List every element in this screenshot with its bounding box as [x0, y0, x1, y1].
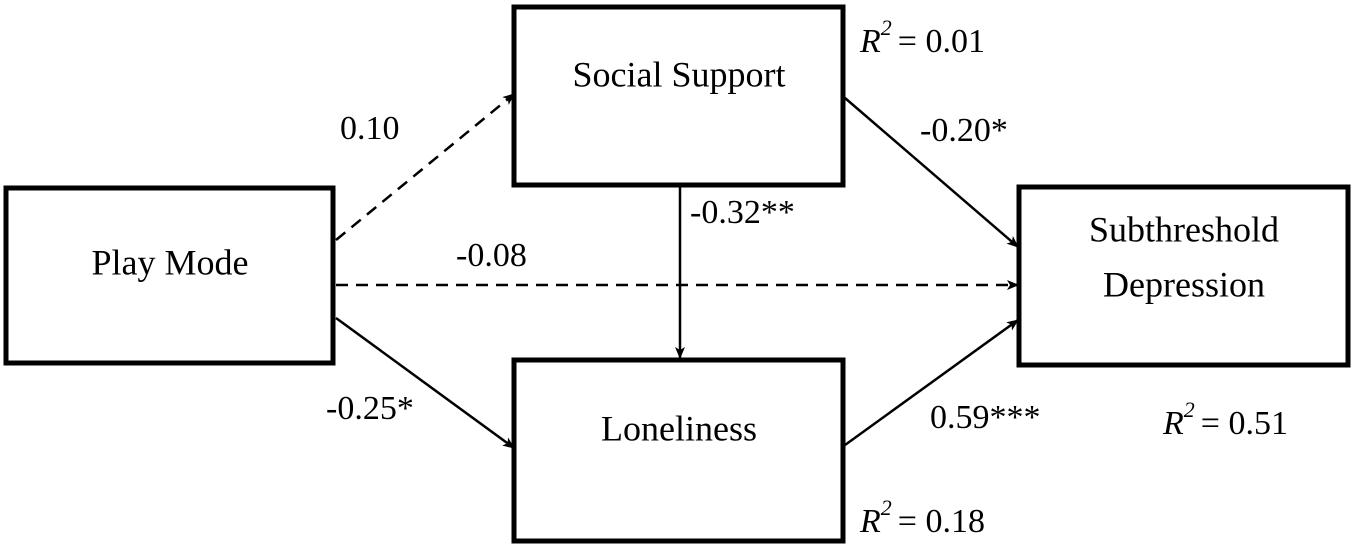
- node-play-mode-label: Play Mode: [92, 242, 249, 282]
- r2-subthreshold-depression: R2= 0.51: [1162, 397, 1288, 442]
- node-subthreshold-depression: Subthreshold Depression: [1016, 184, 1351, 368]
- edge-play-to-loneliness: [335, 316, 515, 450]
- node-subthreshold-depression-label-line2: Depression: [1103, 264, 1265, 304]
- node-social-support-label: Social Support: [573, 54, 786, 94]
- r2-loneliness-value: = 0.18: [898, 503, 985, 540]
- r2-subthreshold-depression-value: = 0.51: [1201, 405, 1288, 442]
- edge-social-to-depression: [844, 97, 1019, 248]
- r2-loneliness: R2= 0.18: [859, 495, 985, 540]
- node-loneliness: Loneliness: [511, 357, 846, 544]
- coef-social-to-depression: -0.20*: [920, 112, 1008, 149]
- edge-play-to-social: [335, 93, 515, 241]
- r2-symbol: R: [1162, 405, 1184, 442]
- r2-exponent: 2: [1184, 397, 1195, 422]
- coef-loneliness-to-depression: 0.59***: [930, 399, 1041, 436]
- coef-play-to-loneliness: -0.25*: [326, 390, 414, 427]
- r2-exponent: 2: [881, 15, 892, 40]
- r2-symbol: R: [859, 503, 881, 540]
- r2-exponent: 2: [881, 495, 892, 520]
- node-subthreshold-depression-label-line1: Subthreshold: [1089, 209, 1279, 249]
- node-play-mode: Play Mode: [3, 185, 336, 366]
- coef-social-to-loneliness: -0.32**: [690, 194, 795, 231]
- coef-play-to-social: 0.10: [340, 110, 400, 147]
- node-loneliness-label: Loneliness: [601, 408, 757, 448]
- r2-social-support-value: = 0.01: [898, 23, 985, 60]
- r2-social-support: R2= 0.01: [859, 15, 985, 60]
- node-social-support: Social Support: [511, 4, 846, 188]
- edge-loneliness-to-depression: [844, 318, 1019, 447]
- r2-symbol: R: [859, 23, 881, 60]
- coef-play-to-depression: -0.08: [456, 237, 527, 274]
